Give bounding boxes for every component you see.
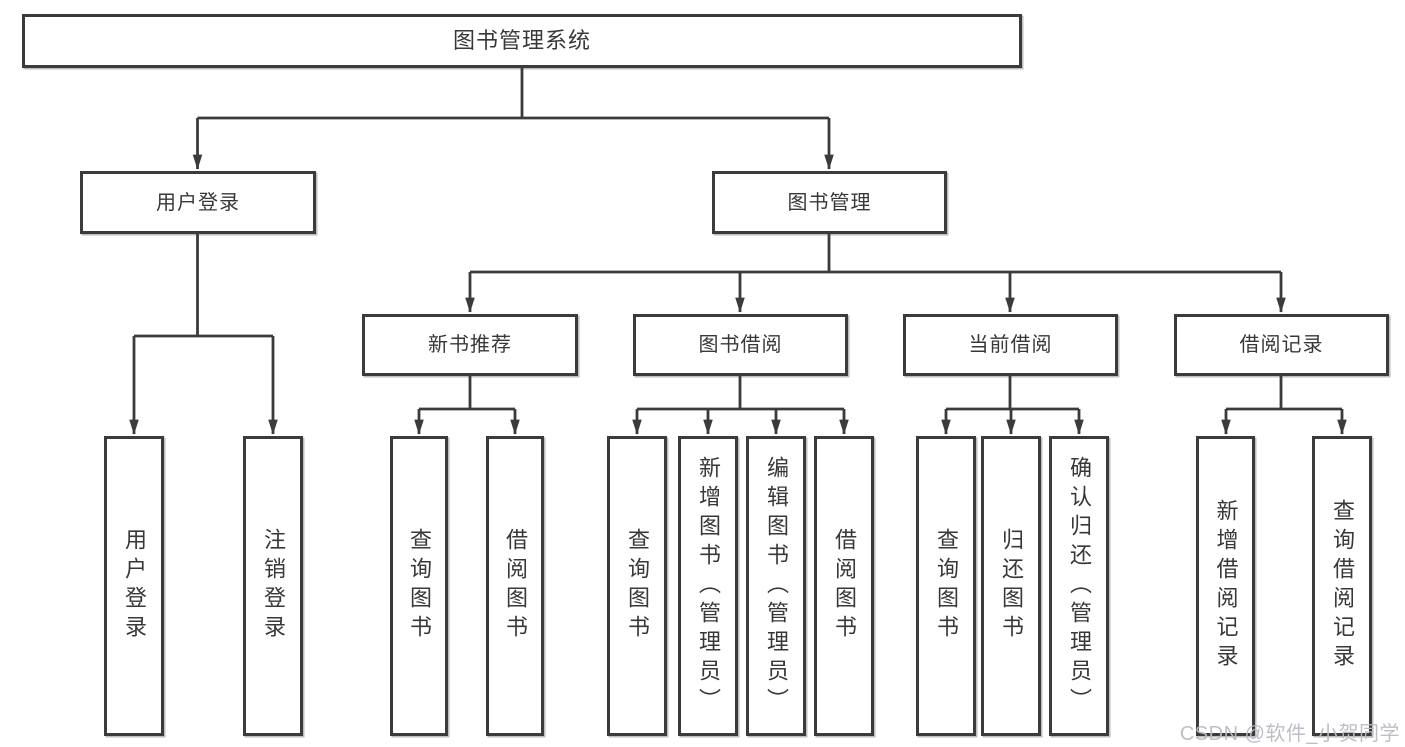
leaf-label: 借阅图书 xyxy=(832,528,857,644)
node-book-management: 图书管理 xyxy=(712,171,947,234)
node-current-borrow: 当前借阅 xyxy=(903,314,1118,376)
node-label: 用户登录 xyxy=(156,191,240,214)
leaf-label: 借阅图书 xyxy=(503,528,528,644)
node-label: 新书推荐 xyxy=(428,334,512,356)
leaf-logout: 注销登录 xyxy=(243,436,303,736)
leaf-query-book-current: 查询图书 xyxy=(916,436,976,736)
leaf-label: 查询图书 xyxy=(407,528,432,644)
leaf-borrow-book: 借阅图书 xyxy=(814,436,874,736)
leaf-label: 确认归还（管理员） xyxy=(1067,455,1092,717)
leaf-label: 新增图书（管理员） xyxy=(696,455,721,717)
leaf-edit-book-admin: 编辑图书（管理员） xyxy=(746,436,806,736)
watermark: CSDN @软件_小贺同学 xyxy=(1179,723,1400,745)
leaf-label: 归还图书 xyxy=(999,528,1024,644)
node-borrow-records: 借阅记录 xyxy=(1174,314,1389,376)
node-label: 图书管理系统 xyxy=(452,28,591,53)
leaf-borrow-book-recommend: 借阅图书 xyxy=(486,436,544,736)
node-label: 图书借阅 xyxy=(698,334,783,356)
node-library-system-root: 图书管理系统 xyxy=(22,14,1022,68)
node-new-book-recommend: 新书推荐 xyxy=(362,314,578,376)
node-label: 借阅记录 xyxy=(1239,334,1324,356)
leaf-user-login: 用户登录 xyxy=(104,436,164,736)
leaf-label: 查询图书 xyxy=(934,528,959,644)
leaf-query-borrow-record: 查询借阅记录 xyxy=(1312,436,1372,736)
node-user-login: 用户登录 xyxy=(80,171,316,234)
leaf-label: 新增借阅记录 xyxy=(1213,499,1239,673)
leaf-label: 查询借阅记录 xyxy=(1330,499,1355,673)
leaf-label: 用户登录 xyxy=(122,528,147,644)
leaf-query-book-recommend: 查询图书 xyxy=(390,436,448,736)
leaf-add-book-admin: 新增图书（管理员） xyxy=(678,436,738,736)
leaf-label: 编辑图书（管理员） xyxy=(764,455,789,717)
node-book-borrow: 图书借阅 xyxy=(633,314,848,376)
node-label: 当前借阅 xyxy=(968,334,1053,356)
leaf-return-book: 归还图书 xyxy=(981,436,1041,736)
node-label: 图书管理 xyxy=(787,191,872,214)
leaf-query-book-borrow: 查询图书 xyxy=(607,436,667,736)
leaf-label: 查询图书 xyxy=(625,528,650,644)
leaf-label: 注销登录 xyxy=(261,528,286,644)
leaf-confirm-return-admin: 确认归还（管理员） xyxy=(1049,436,1109,736)
leaf-add-borrow-record: 新增借阅记录 xyxy=(1196,436,1255,736)
